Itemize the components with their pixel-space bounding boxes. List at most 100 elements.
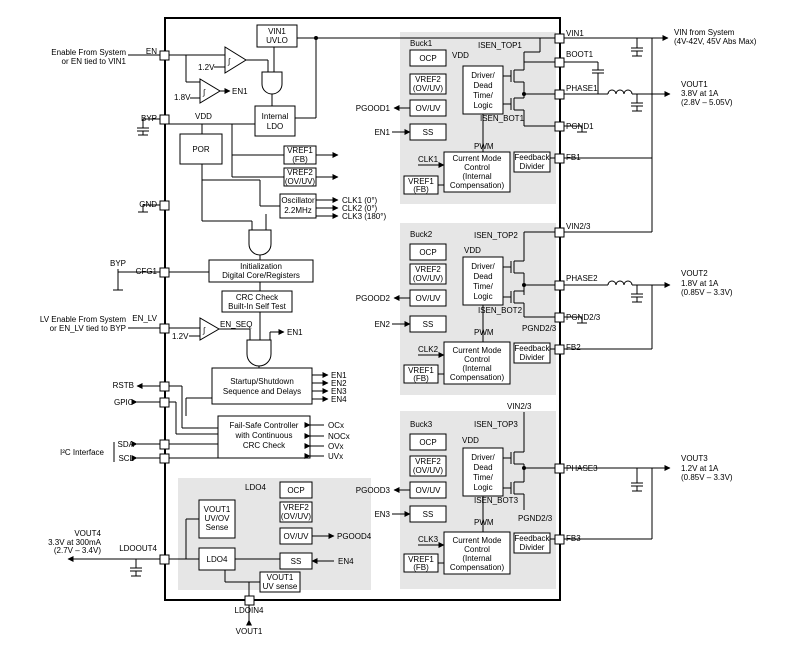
vin-range-text: (4V-42V, 45V Abs Max) xyxy=(674,37,757,46)
vout3-spec: 1.2V at 1A xyxy=(681,464,719,473)
ldo4-title: LDO4 xyxy=(245,483,266,492)
ldo4-block: LDO4 OCP VREF2 (OV/UV) OV/UV PGOOD4 SS E… xyxy=(169,481,372,596)
buck2-feedback-divider xyxy=(513,342,551,364)
en-out-2: EN2 xyxy=(331,379,347,388)
pin-phase1: PHASE1 xyxy=(554,84,598,100)
en1-label-b: EN1 xyxy=(287,328,303,337)
buck2-vref2 xyxy=(409,263,447,285)
fault-uvx: UVx xyxy=(328,452,343,461)
vout4-name: VOUT4 xyxy=(74,529,101,538)
external-right: VIN from System (4V-42V, 45V Abs Max) VO… xyxy=(564,28,757,540)
control-core: ∫ 1.2V ∫ 1.8V EN1 VIN1 UVLO Internal LDO… xyxy=(169,24,555,461)
pin-label-phase2: PHASE2 xyxy=(566,274,598,283)
sequence-and-gate xyxy=(246,339,272,367)
buck3-pwm-label: PWM xyxy=(474,518,494,527)
buck1-drv-text-3: Time/ xyxy=(473,91,493,100)
init-and-gate xyxy=(248,229,272,256)
vout1-range: (2.8V – 5.05V) xyxy=(681,98,733,107)
buck1-vref2-text-2: (OV/UV) xyxy=(413,84,444,93)
hysteresis-glyph-1: ∫ xyxy=(227,57,231,66)
buck3-vin-label: VIN2/3 xyxy=(507,402,532,411)
buck2-current-mode-control xyxy=(443,341,511,385)
buck2-clk-label: CLK2 xyxy=(418,345,439,354)
ldo4-ovuv-text: OV/UV xyxy=(284,532,310,541)
en-out-3: EN3 xyxy=(331,387,347,396)
buck1-fbd-text-1: Feedback xyxy=(514,153,550,162)
enable-text-1: Enable From System xyxy=(51,48,126,57)
buck3-vdd-label: VDD xyxy=(462,436,479,445)
ldo4-ss-text: SS xyxy=(291,557,302,566)
buck1-isen-top-label: ISEN_TOP1 xyxy=(478,41,522,50)
vout1-name: VOUT1 xyxy=(681,80,708,89)
vin-source-text: VIN from System xyxy=(674,28,735,37)
fault-ovx: OVx xyxy=(328,442,344,451)
lv-enable-text-2: or EN_LV tied to BYP xyxy=(50,324,126,333)
ldoin4-source-label: VOUT1 xyxy=(236,627,263,636)
ldo-text-1: Internal xyxy=(262,112,289,121)
pin-phase2: PHASE2 xyxy=(554,274,598,291)
ldo4-uv-text-2: UV sense xyxy=(263,582,298,591)
buck2-vref1-text-2: (FB) xyxy=(413,374,429,383)
threshold-1v2: 1.2V xyxy=(198,63,215,72)
vdd-label: VDD xyxy=(195,112,212,121)
buck3-vref1-text-2: (FB) xyxy=(413,563,429,572)
hysteresis-glyph-2: ∫ xyxy=(202,88,206,97)
ldo4-sense-text-3: Sense xyxy=(206,523,229,532)
ldo4-ocp xyxy=(279,481,313,499)
buck3-vref2 xyxy=(409,455,447,477)
buck2-ovuv-text: OV/UV xyxy=(416,294,442,303)
ldo4-en-label: EN4 xyxy=(338,557,354,566)
vout3-name: VOUT3 xyxy=(681,454,708,463)
threshold-1v2-b: 1.2V xyxy=(172,332,189,341)
buck2-cm-text-3: (Internal xyxy=(462,364,492,373)
buck1-title: Buck1 xyxy=(410,39,433,48)
buck3-cm-text-2: Control xyxy=(464,545,490,554)
buck1-ocp xyxy=(409,49,447,67)
buck2-ss-text: SS xyxy=(423,320,434,329)
buck1-ovuv-text: OV/UV xyxy=(416,104,442,113)
buck1-isen-bot-label: ISEN_BOT1 xyxy=(480,114,525,123)
en-lv-comparator xyxy=(199,317,220,341)
clk3-out-label: CLK3 (180°) xyxy=(342,212,386,221)
buck2-drv-text-2: Dead xyxy=(473,272,492,281)
pin-label-fb2: FB2 xyxy=(566,343,581,352)
fail-safe-controller-block xyxy=(217,415,311,459)
init-text-2: Digital Core/Registers xyxy=(222,271,300,280)
buck2-isen-top-label: ISEN_TOP2 xyxy=(474,231,518,240)
buck2-cm-text-1: Current Mode xyxy=(453,346,502,355)
pin-label-gpio: GPIO xyxy=(114,398,134,407)
buck1-drv-text-4: Logic xyxy=(473,101,492,110)
buck2-pgood-label: PGOOD2 xyxy=(356,294,391,303)
buck3-fbd-text-1: Feedback xyxy=(514,534,550,543)
buck1-current-mode-control xyxy=(443,151,511,193)
buck1-ocp-text: OCP xyxy=(419,54,436,63)
buck3-vref2-text-1: VREF2 xyxy=(415,457,441,466)
enable-text-2: or EN tied to VIN1 xyxy=(62,57,127,66)
buck3-pgnd-label: PGND2/3 xyxy=(518,514,553,523)
buck1-cm-text-4: Compensation) xyxy=(450,181,505,190)
buck1-cm-text-2: Control xyxy=(464,163,490,172)
buck3-drv-text-2: Dead xyxy=(473,463,492,472)
buck1-ss-text: SS xyxy=(423,128,434,137)
buck1-drv-text-1: Driver/ xyxy=(471,71,495,80)
pin-label-vin1: VIN1 xyxy=(566,29,584,38)
pin-en-lv: EN_LV xyxy=(132,314,170,334)
buck3-cm-text-4: Compensation) xyxy=(450,563,505,572)
pin-label-en: EN xyxy=(146,47,157,56)
ldo4-ocp-text: OCP xyxy=(287,486,304,495)
buck2-vref1-text-1: VREF1 xyxy=(408,366,434,375)
buck2-title: Buck2 xyxy=(410,230,433,239)
core-vref1-text-1: VREF1 xyxy=(287,146,313,155)
buck1-vref1-text-1: VREF1 xyxy=(408,177,434,186)
buck2-isen-bot-label: ISEN_BOT2 xyxy=(478,306,523,315)
buck3-isen-top-label: ISEN_TOP3 xyxy=(474,420,518,429)
pin-label-vin23: VIN2/3 xyxy=(566,222,591,231)
hysteresis-glyph-3: ∫ xyxy=(202,326,206,335)
buck1-pwm-label: PWM xyxy=(474,142,494,151)
threshold-1v8: 1.8V xyxy=(174,93,191,102)
ldo4-sense-text-1: VOUT1 xyxy=(204,505,231,514)
buck2-cm-text-4: Compensation) xyxy=(450,373,505,382)
buck1-pgood-label: PGOOD1 xyxy=(356,104,391,113)
buck3-drv-text-1: Driver/ xyxy=(471,453,495,462)
